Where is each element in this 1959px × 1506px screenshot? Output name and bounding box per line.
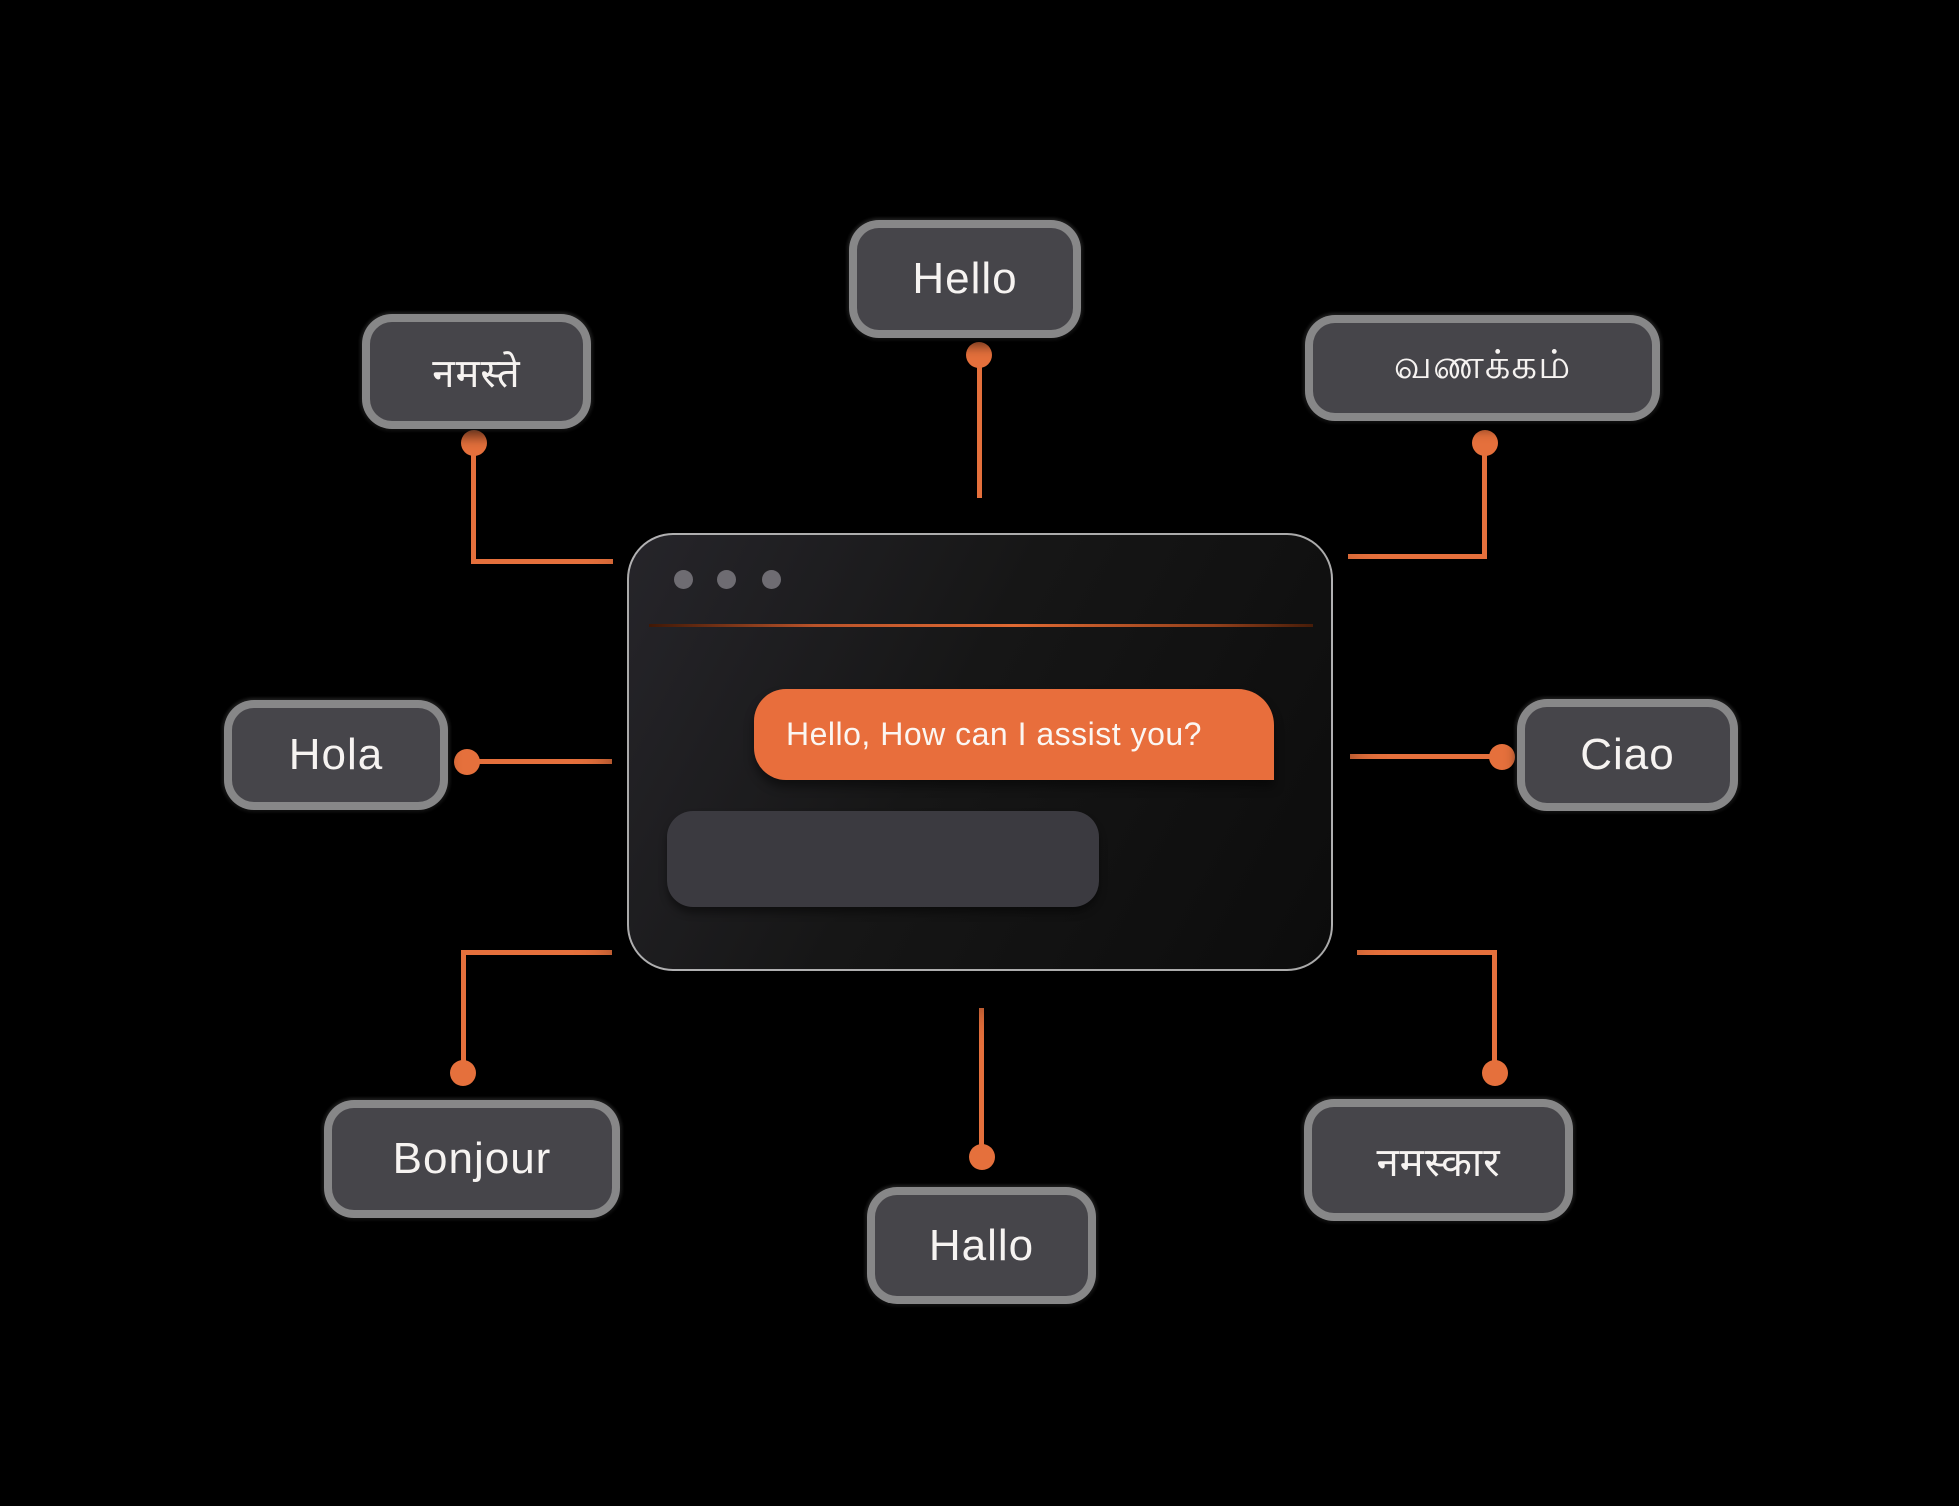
chat-window: Hello, How can I assist you? — [627, 533, 1333, 971]
connector-line-ciao — [1350, 754, 1495, 759]
greeting-label: Hello — [912, 254, 1018, 303]
greeting-pill-hello: Hello — [849, 220, 1081, 338]
window-control-dot-icon[interactable] — [674, 570, 693, 589]
greeting-pill-ciao: Ciao — [1517, 699, 1738, 811]
greeting-label: Hola — [288, 730, 384, 779]
window-control-dot-icon[interactable] — [762, 570, 781, 589]
window-title-divider — [649, 624, 1313, 627]
connector-dot-namaste — [461, 430, 487, 456]
greeting-label: Ciao — [1580, 730, 1675, 779]
connector-dot-hallo — [969, 1144, 995, 1170]
connector-line-bonjour — [461, 950, 466, 1065]
greeting-pill-bonjour: Bonjour — [324, 1100, 620, 1218]
greeting-pill-vanakkam: வணக்கம் — [1305, 315, 1660, 421]
connector-line-bonjour — [461, 950, 612, 955]
greeting-label: Bonjour — [392, 1134, 552, 1183]
connector-dot-namaskar — [1482, 1060, 1508, 1086]
connector-line-hola — [478, 759, 612, 764]
connector-dot-vanakkam — [1472, 430, 1498, 456]
greeting-label: Hallo — [928, 1220, 1035, 1270]
greeting-label: नमस्कार — [1376, 1140, 1501, 1185]
connector-line-hello — [977, 366, 982, 498]
connector-dot-hola — [454, 749, 480, 775]
message-input[interactable] — [667, 811, 1099, 907]
window-control-dot-icon[interactable] — [717, 570, 736, 589]
connector-line-namaskar — [1357, 950, 1497, 955]
connector-line-namaste — [471, 559, 613, 564]
greeting-pill-hola: Hola — [224, 700, 448, 810]
greeting-pill-namaskar: नमस्कार — [1304, 1099, 1573, 1221]
greeting-pill-namaste: नमस्ते — [362, 314, 591, 429]
connector-line-vanakkam — [1482, 452, 1487, 559]
connector-dot-hello — [966, 342, 992, 368]
connector-dot-bonjour — [450, 1060, 476, 1086]
connector-line-namaskar — [1492, 950, 1497, 1065]
greeting-pill-hallo: Hallo — [867, 1187, 1096, 1304]
connector-line-hallo — [979, 1008, 984, 1148]
assistant-message-text: Hello, How can I assist you? — [786, 716, 1202, 752]
connector-dot-ciao — [1489, 744, 1515, 770]
connector-line-vanakkam — [1348, 554, 1487, 559]
connector-line-namaste — [471, 452, 476, 564]
greeting-label: வணக்கம் — [1393, 343, 1572, 387]
greeting-label: नमस्ते — [432, 352, 521, 396]
assistant-message-bubble: Hello, How can I assist you? — [754, 689, 1274, 780]
